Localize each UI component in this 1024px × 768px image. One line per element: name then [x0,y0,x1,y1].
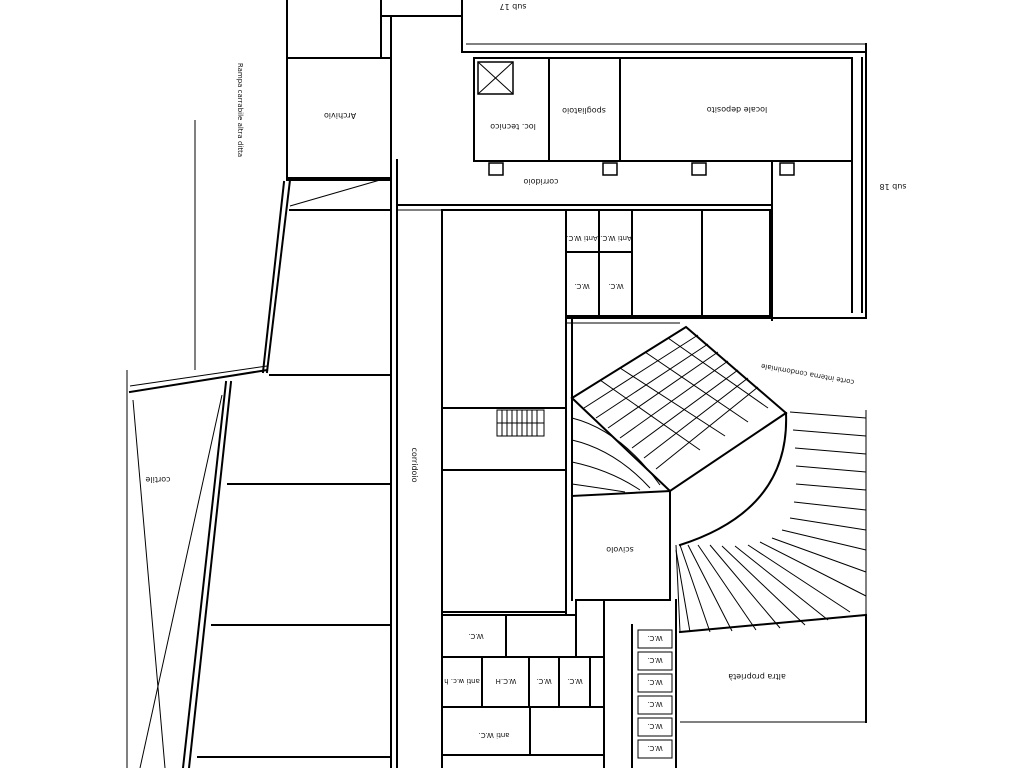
label-wc-r3: W.C. [647,678,662,686]
label-corridoio-vert: corridoio [410,447,419,482]
label-spogliatoio: spogliatoio [562,106,606,115]
label-altra-proprieta: altra proprietà [728,672,786,681]
label-wc-r6: W.C. [647,744,662,752]
left-boundary-walls [126,0,292,768]
label-anti-wc-h: anti w.c. h [444,677,480,685]
archivio-room [286,0,463,207]
label-loc-tecnico: loc. tecnico [490,122,536,131]
label-wc-c: W.C. [468,632,483,640]
ramp-stairs [570,325,868,634]
label-locale-deposito: locale deposito [707,105,768,114]
central-rooms [441,209,867,768]
label-wc-r2: W.C. [647,656,662,664]
wc-cluster-bottom [441,599,867,768]
wc-cluster-top [565,209,771,317]
label-corte: corte interna condominiale [760,362,854,386]
label-wc-d: W.C. [536,677,551,685]
label-cortile: cortile [145,475,170,484]
room-labels: sub 17 Archivio Rampa carrabile altra di… [145,2,906,752]
label-sub17: sub 17 [499,2,526,11]
label-sub18: sub 18 [879,182,906,191]
label-anti-wc-c: anti W.C. [478,731,509,739]
label-archivio: Archivio [324,111,356,120]
label-corridoio-top: corridoio [523,177,558,186]
label-wc-e: W.C. [567,677,582,685]
label-wc-h: W.C.H [496,677,517,685]
label-anti-wc-a: Anti W.C. [566,234,598,242]
label-wc-a: W.C. [574,282,589,290]
small-stair [496,409,545,437]
label-wc-r4: W.C. [647,700,662,708]
label-wc-r5: W.C. [647,722,662,730]
label-rampa: Rampa carrabile altra ditta [236,63,244,157]
top-right-block [461,0,867,321]
label-wc-b: W.C. [608,282,623,290]
left-rooms [197,209,392,758]
label-anti-wc-b: Anti W.C. [600,234,632,242]
label-wc-r1: W.C. [647,634,662,642]
label-scivolo: scivolo [606,545,634,554]
